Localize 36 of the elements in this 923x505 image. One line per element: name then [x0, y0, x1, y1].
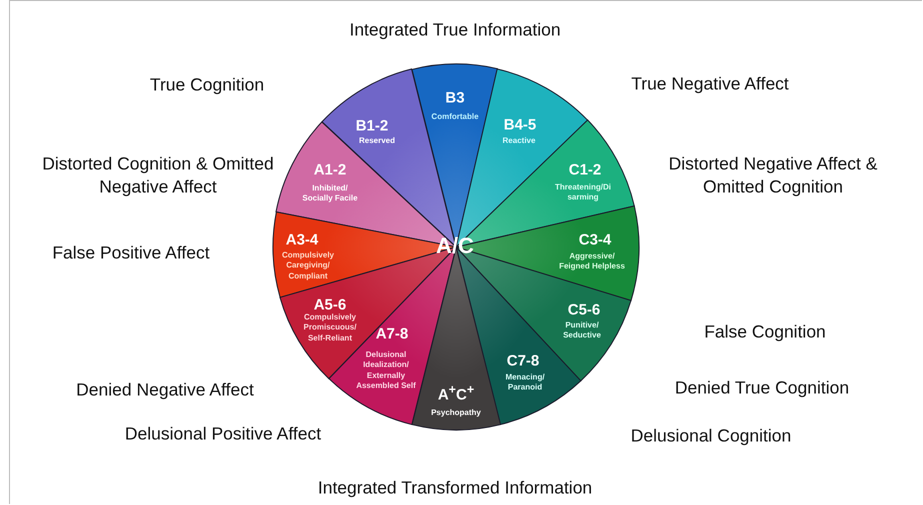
category-label: False Cognition — [703, 320, 827, 344]
category-label: Distorted Negative Affect & Omitted Cognition — [668, 152, 878, 198]
segment-description: Psychopathy — [430, 408, 482, 418]
category-label: Integrated True Information — [348, 18, 562, 42]
segment-code: C3-4 — [578, 232, 612, 248]
segment-description: Reserved — [358, 136, 396, 146]
category-label: Integrated Transformed Information — [316, 476, 594, 500]
category-label: False Positive Affect — [51, 242, 211, 264]
category-label: True Negative Affect — [630, 72, 790, 96]
segment-description: Threatening/Disarming — [554, 182, 612, 204]
category-label: True Cognition — [148, 74, 266, 96]
segment-code: A5-6 — [314, 298, 346, 312]
category-label: Denied Negative Affect — [75, 378, 255, 402]
segment-code: A3-4 — [286, 232, 318, 248]
segment-code: A$^{+}$C$^{+}$ — [438, 384, 474, 402]
segment-code: C1-2 — [568, 162, 602, 178]
segment-description: Aggressive/ Feigned Helpless — [558, 252, 626, 272]
segment-code: B4-5 — [504, 117, 536, 132]
category-label: Denied True Cognition — [674, 376, 850, 400]
segment-description: Compulsively Promiscuous/ Self-Reliant — [302, 312, 358, 344]
segment-code: C7-8 — [506, 354, 540, 368]
segment-code: C5-6 — [568, 302, 600, 318]
segment-description: Punitive/ Seductive — [562, 320, 602, 342]
segment-code: A7-8 — [376, 326, 408, 342]
segment-code: B1-2 — [356, 118, 388, 134]
segment-code: B3 — [445, 90, 465, 106]
category-label: Distorted Cognition & Omitted Negative Affect — [41, 152, 275, 198]
segment-code: A1-2 — [314, 162, 346, 178]
segment-description: Inhibited/ Socially Facile — [301, 184, 359, 204]
category-label: Delusional Cognition — [630, 424, 792, 448]
category-label: Delusional Positive Affect — [124, 422, 322, 446]
segment-description: Reactive — [502, 136, 536, 146]
segment-description: Comfortable — [430, 112, 480, 122]
segment-description: Menacing/ Paranoid — [504, 372, 546, 394]
segment-description: Delusional Idealization/ Externally Assembled Self — [355, 350, 417, 392]
segment-description: Compulsively Caregiving/ Compliant — [280, 250, 335, 282]
